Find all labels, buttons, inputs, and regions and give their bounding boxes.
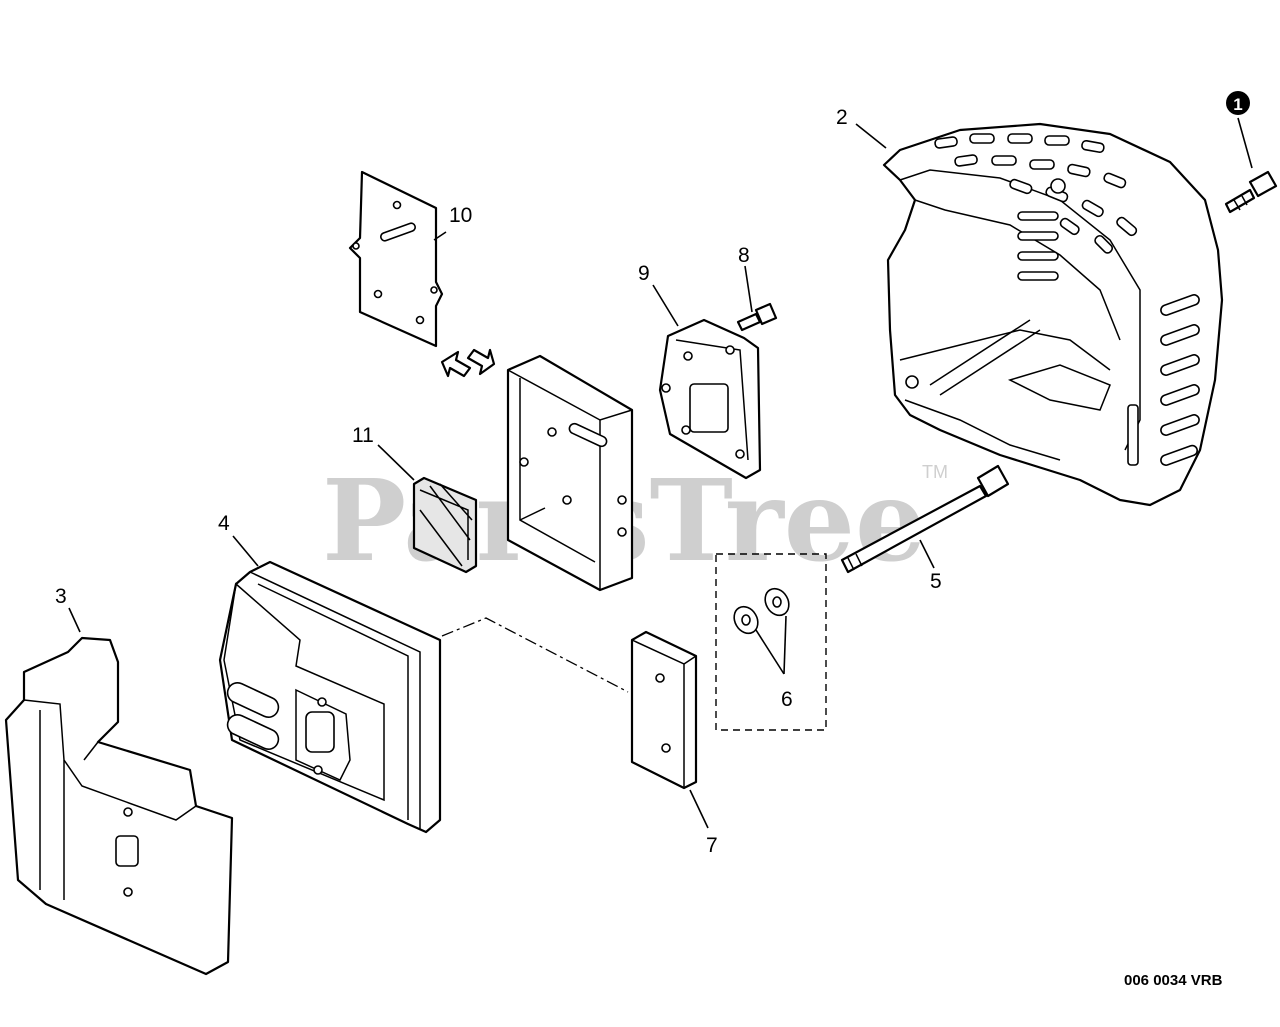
callout-5: 5	[930, 570, 942, 593]
callout-7: 7	[706, 834, 718, 857]
callout-8: 8	[738, 244, 750, 267]
part-4-muffler	[218, 560, 442, 834]
callout-4: 4	[218, 512, 230, 535]
part-6-washers	[715, 553, 827, 731]
alignment-line	[441, 617, 629, 693]
reference-code: 006 0034 VRB	[1124, 972, 1223, 989]
callout-11: 11	[352, 424, 374, 447]
muffler-housing	[506, 354, 634, 592]
callout-10: 10	[449, 204, 472, 227]
part-10-gasket	[348, 170, 444, 348]
part-8-screw	[736, 302, 778, 332]
callout-2: 2	[836, 106, 848, 129]
callout-1: 1	[1233, 95, 1242, 114]
part-2-cover	[882, 122, 1224, 507]
callout-1-badge	[1226, 91, 1250, 115]
part-1-bolt	[1224, 170, 1278, 214]
callout-6: 6	[781, 688, 793, 711]
part-11-screen	[412, 476, 478, 574]
part-9-flange	[658, 318, 762, 480]
part-7-plate	[630, 630, 698, 790]
direction-arrows	[440, 348, 496, 378]
callout-9: 9	[638, 262, 650, 285]
part-5-bolt	[840, 464, 1010, 574]
part-3-shield	[4, 636, 234, 976]
watermark-trademark: TM	[922, 462, 948, 482]
leader-lines	[68, 117, 1253, 829]
callout-3: 3	[55, 585, 67, 608]
